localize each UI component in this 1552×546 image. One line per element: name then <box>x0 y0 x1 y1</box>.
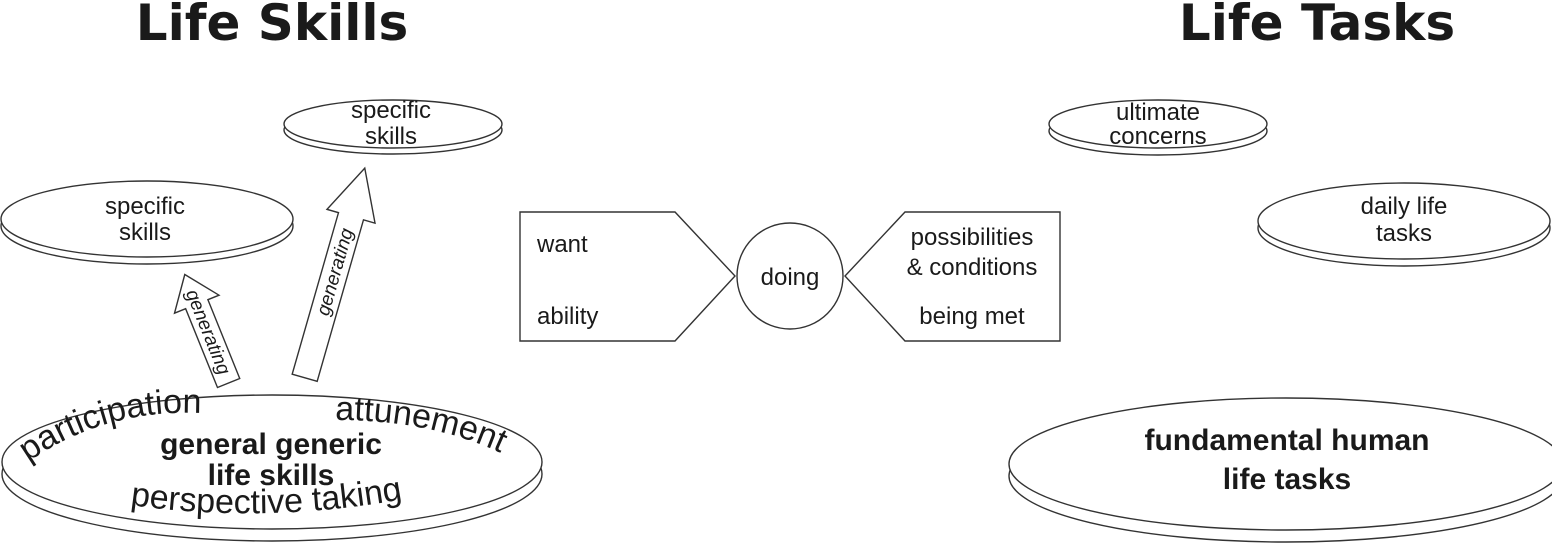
life-tasks-label: life tasks <box>1223 463 1351 496</box>
ultimate-concerns-disc: ultimate concerns <box>1048 99 1268 156</box>
tasks-label: tasks <box>1376 220 1432 247</box>
daily-life-label: daily life <box>1361 193 1448 220</box>
general-generic-label: general generic <box>160 428 382 461</box>
generating-arrow-long: generating <box>291 166 376 383</box>
doing-circle: doing <box>736 222 844 330</box>
general-life-skills-disc: participation attunement perspective tak… <box>1 383 543 542</box>
doing-label: doing <box>761 264 820 291</box>
concerns-label: concerns <box>1109 123 1206 150</box>
mid-disc-line2: skills <box>119 219 171 246</box>
fundamental-life-tasks-disc: fundamental human life tasks <box>1008 397 1552 543</box>
possibilities-label: possibilities <box>911 224 1034 251</box>
life-skills-label: life skills <box>208 459 335 492</box>
generating-label-long: generating <box>313 226 358 319</box>
generating-arrow-short: generating <box>173 273 241 389</box>
life-tasks-title: Life Tasks <box>1179 0 1455 52</box>
ultimate-label: ultimate <box>1116 99 1200 126</box>
top-disc-line1: specific <box>351 97 431 124</box>
possibilities-box: possibilities & conditions being met <box>844 211 1061 342</box>
want-ability-box: want ability <box>519 211 736 342</box>
want-label: want <box>536 231 588 258</box>
top-specific-skills-disc: specific skills <box>283 97 503 155</box>
top-disc-line2: skills <box>365 123 417 150</box>
ability-label: ability <box>537 303 598 330</box>
fundamental-human-label: fundamental human <box>1144 424 1429 457</box>
mid-specific-skills-disc: specific skills <box>0 180 294 265</box>
conditions-label: & conditions <box>907 254 1038 281</box>
being-met-label: being met <box>919 303 1025 330</box>
life-skills-title: Life Skills <box>136 0 409 52</box>
mid-disc-line1: specific <box>105 193 185 220</box>
daily-life-tasks-disc: daily life tasks <box>1257 182 1551 267</box>
